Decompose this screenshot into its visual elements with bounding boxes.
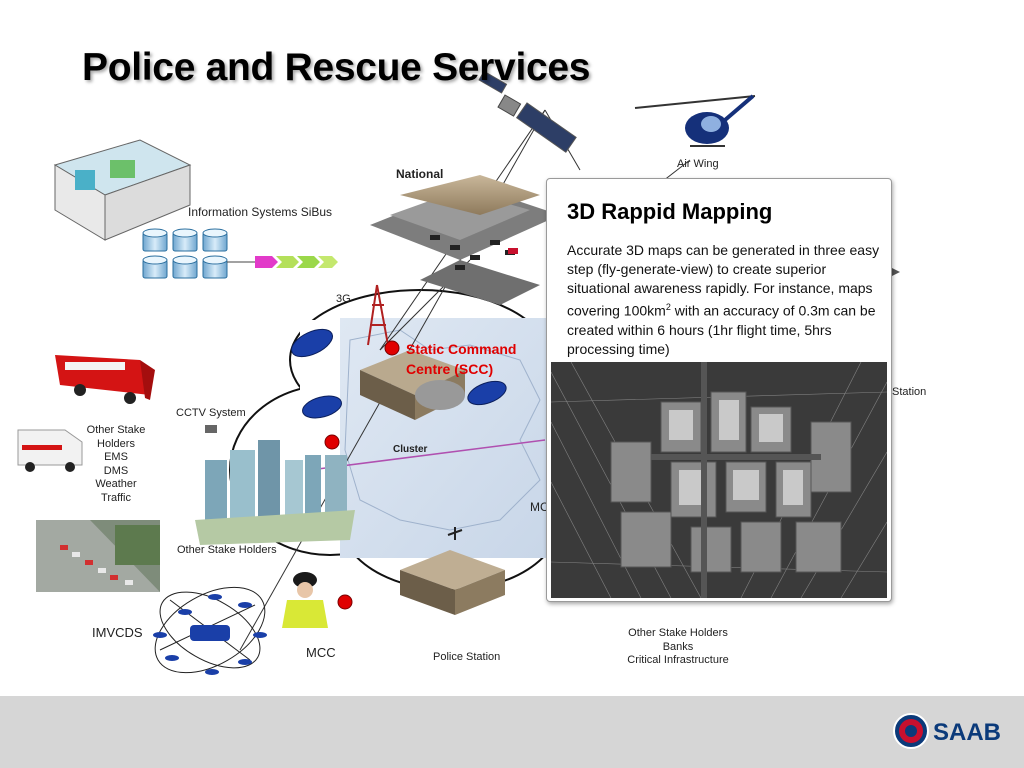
3d-city-map-image <box>551 362 887 598</box>
popup-body-text: Accurate 3D maps can be generated in thr… <box>567 241 882 359</box>
slide-title: Police and Rescue Services <box>82 46 591 89</box>
drone-icon <box>447 527 463 540</box>
popup-body-superscript: 2 <box>665 302 671 312</box>
saab-logo: SAAB <box>893 713 1001 749</box>
server-room-icon <box>53 139 192 241</box>
command-centre-building-icon <box>360 350 465 420</box>
popup-body-part1: Accurate 3D maps can be generated in thr… <box>567 242 880 319</box>
police-car-icons <box>291 328 507 419</box>
imvcds-label: IMVCDS <box>92 625 143 640</box>
three-g-label: 3G <box>336 293 351 305</box>
popup-body-part2: with an accuracy of 0.3m can be created … <box>567 302 876 357</box>
national-label: National <box>396 167 444 181</box>
rapid-mapping-popup: 3D Rappid Mapping Accurate 3D maps can b… <box>546 178 892 602</box>
other-stake-holders-label: Other Stake Holders <box>177 544 277 556</box>
mcc-label: MCC <box>306 645 336 660</box>
footer-bar <box>0 696 1024 768</box>
mc-partial-label: MC <box>530 500 549 514</box>
police-station-label: Police Station <box>433 651 501 663</box>
static-command-centre-label: Static Command Centre (SCC) <box>406 341 517 377</box>
cctv-system-label: CCTV System <box>176 407 246 419</box>
helicopter-icon <box>634 94 756 147</box>
saab-logo-text: SAAB <box>933 719 1001 746</box>
imvcds-vehicles <box>153 594 267 675</box>
traffic-photo <box>36 520 160 592</box>
cluster-label: Cluster <box>393 444 428 455</box>
fire-truck-icon <box>55 355 155 404</box>
air-wing-label: Air Wing <box>677 158 719 170</box>
other-stake-holders-list-label: Other Stake Holders EMS DMS Weather Traf… <box>86 424 146 504</box>
ambulance-icon <box>17 429 83 472</box>
satellite-icon <box>478 70 577 153</box>
officer-icon <box>282 572 328 628</box>
police-station-building-icon <box>400 550 505 615</box>
database-cylinders-icon <box>142 228 338 279</box>
national-building-icon <box>370 175 560 305</box>
arrow-icon <box>892 268 900 276</box>
red-markers <box>324 340 400 610</box>
popup-title: 3D Rappid Mapping <box>567 199 773 224</box>
other-stake-holders-right-label: Other Stake Holders Banks Critical Infra… <box>627 627 729 666</box>
station-label: Station <box>892 386 927 398</box>
cell-tower-icon <box>367 284 389 346</box>
information-systems-label: Information Systems SiBus <box>188 205 333 219</box>
network-diagram <box>17 70 900 675</box>
city-buildings-icon <box>195 425 355 545</box>
